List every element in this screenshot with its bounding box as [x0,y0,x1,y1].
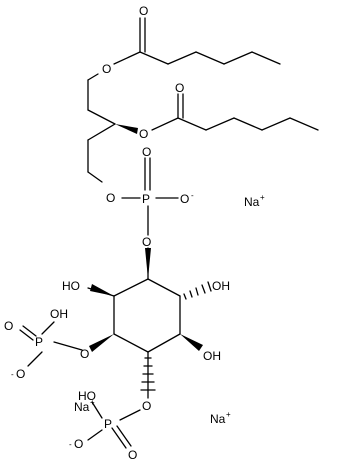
atom-o-p1-ester: O [106,191,115,205]
bond-lines [19,17,319,449]
atom-oh-lower-right: OH [203,349,221,363]
atom-oh-right: OH [212,279,230,293]
atom-o-p3-link: O [142,399,151,413]
sodium-counterions: Na + Na + Na + [74,193,265,426]
charge-o-p3-minus: - [69,440,72,449]
atom-o-p2-link: O [80,347,89,361]
atom-o-sn2-carbonyl: O [175,81,184,95]
charge-o-p1-minus: - [191,191,194,200]
atom-labels: O O O O O O P O - O HO OH OH OH O P O O … [4,4,230,462]
atom-p2: P [35,335,43,349]
atom-o-p3-double: O [128,448,137,462]
atom-o-p3-minus: O [74,437,83,451]
atom-o-top-carbonyl: O [139,4,148,18]
atom-o-sn2-ester: O [139,127,148,141]
atom-o-p1-minus: O [180,192,189,206]
atom-p1: P [142,192,150,206]
atom-o-ring-link: O [142,235,151,249]
atom-p3: P [104,417,112,431]
atom-o-p1-double: O [142,145,151,159]
stereo-bonds [89,124,212,391]
atom-ho-left: HO [62,279,80,293]
charge-o-p2-minus: - [11,370,14,379]
atom-ho-p3: HO [78,389,96,403]
atom-oh-p2: OH [50,307,68,321]
sodium-ion-3: Na [210,412,226,426]
sodium-ion-3-charge: + [226,410,231,419]
sodium-ion-1-charge: + [260,193,265,202]
sodium-ion-2-charge: + [90,398,95,407]
sodium-ion-1: Na [244,195,260,209]
atom-o-p2-minus: O [16,367,25,381]
sodium-ion-2: Na [74,400,90,414]
atom-o-p2-double: O [4,319,13,333]
atom-o-top-ester: O [102,62,111,76]
